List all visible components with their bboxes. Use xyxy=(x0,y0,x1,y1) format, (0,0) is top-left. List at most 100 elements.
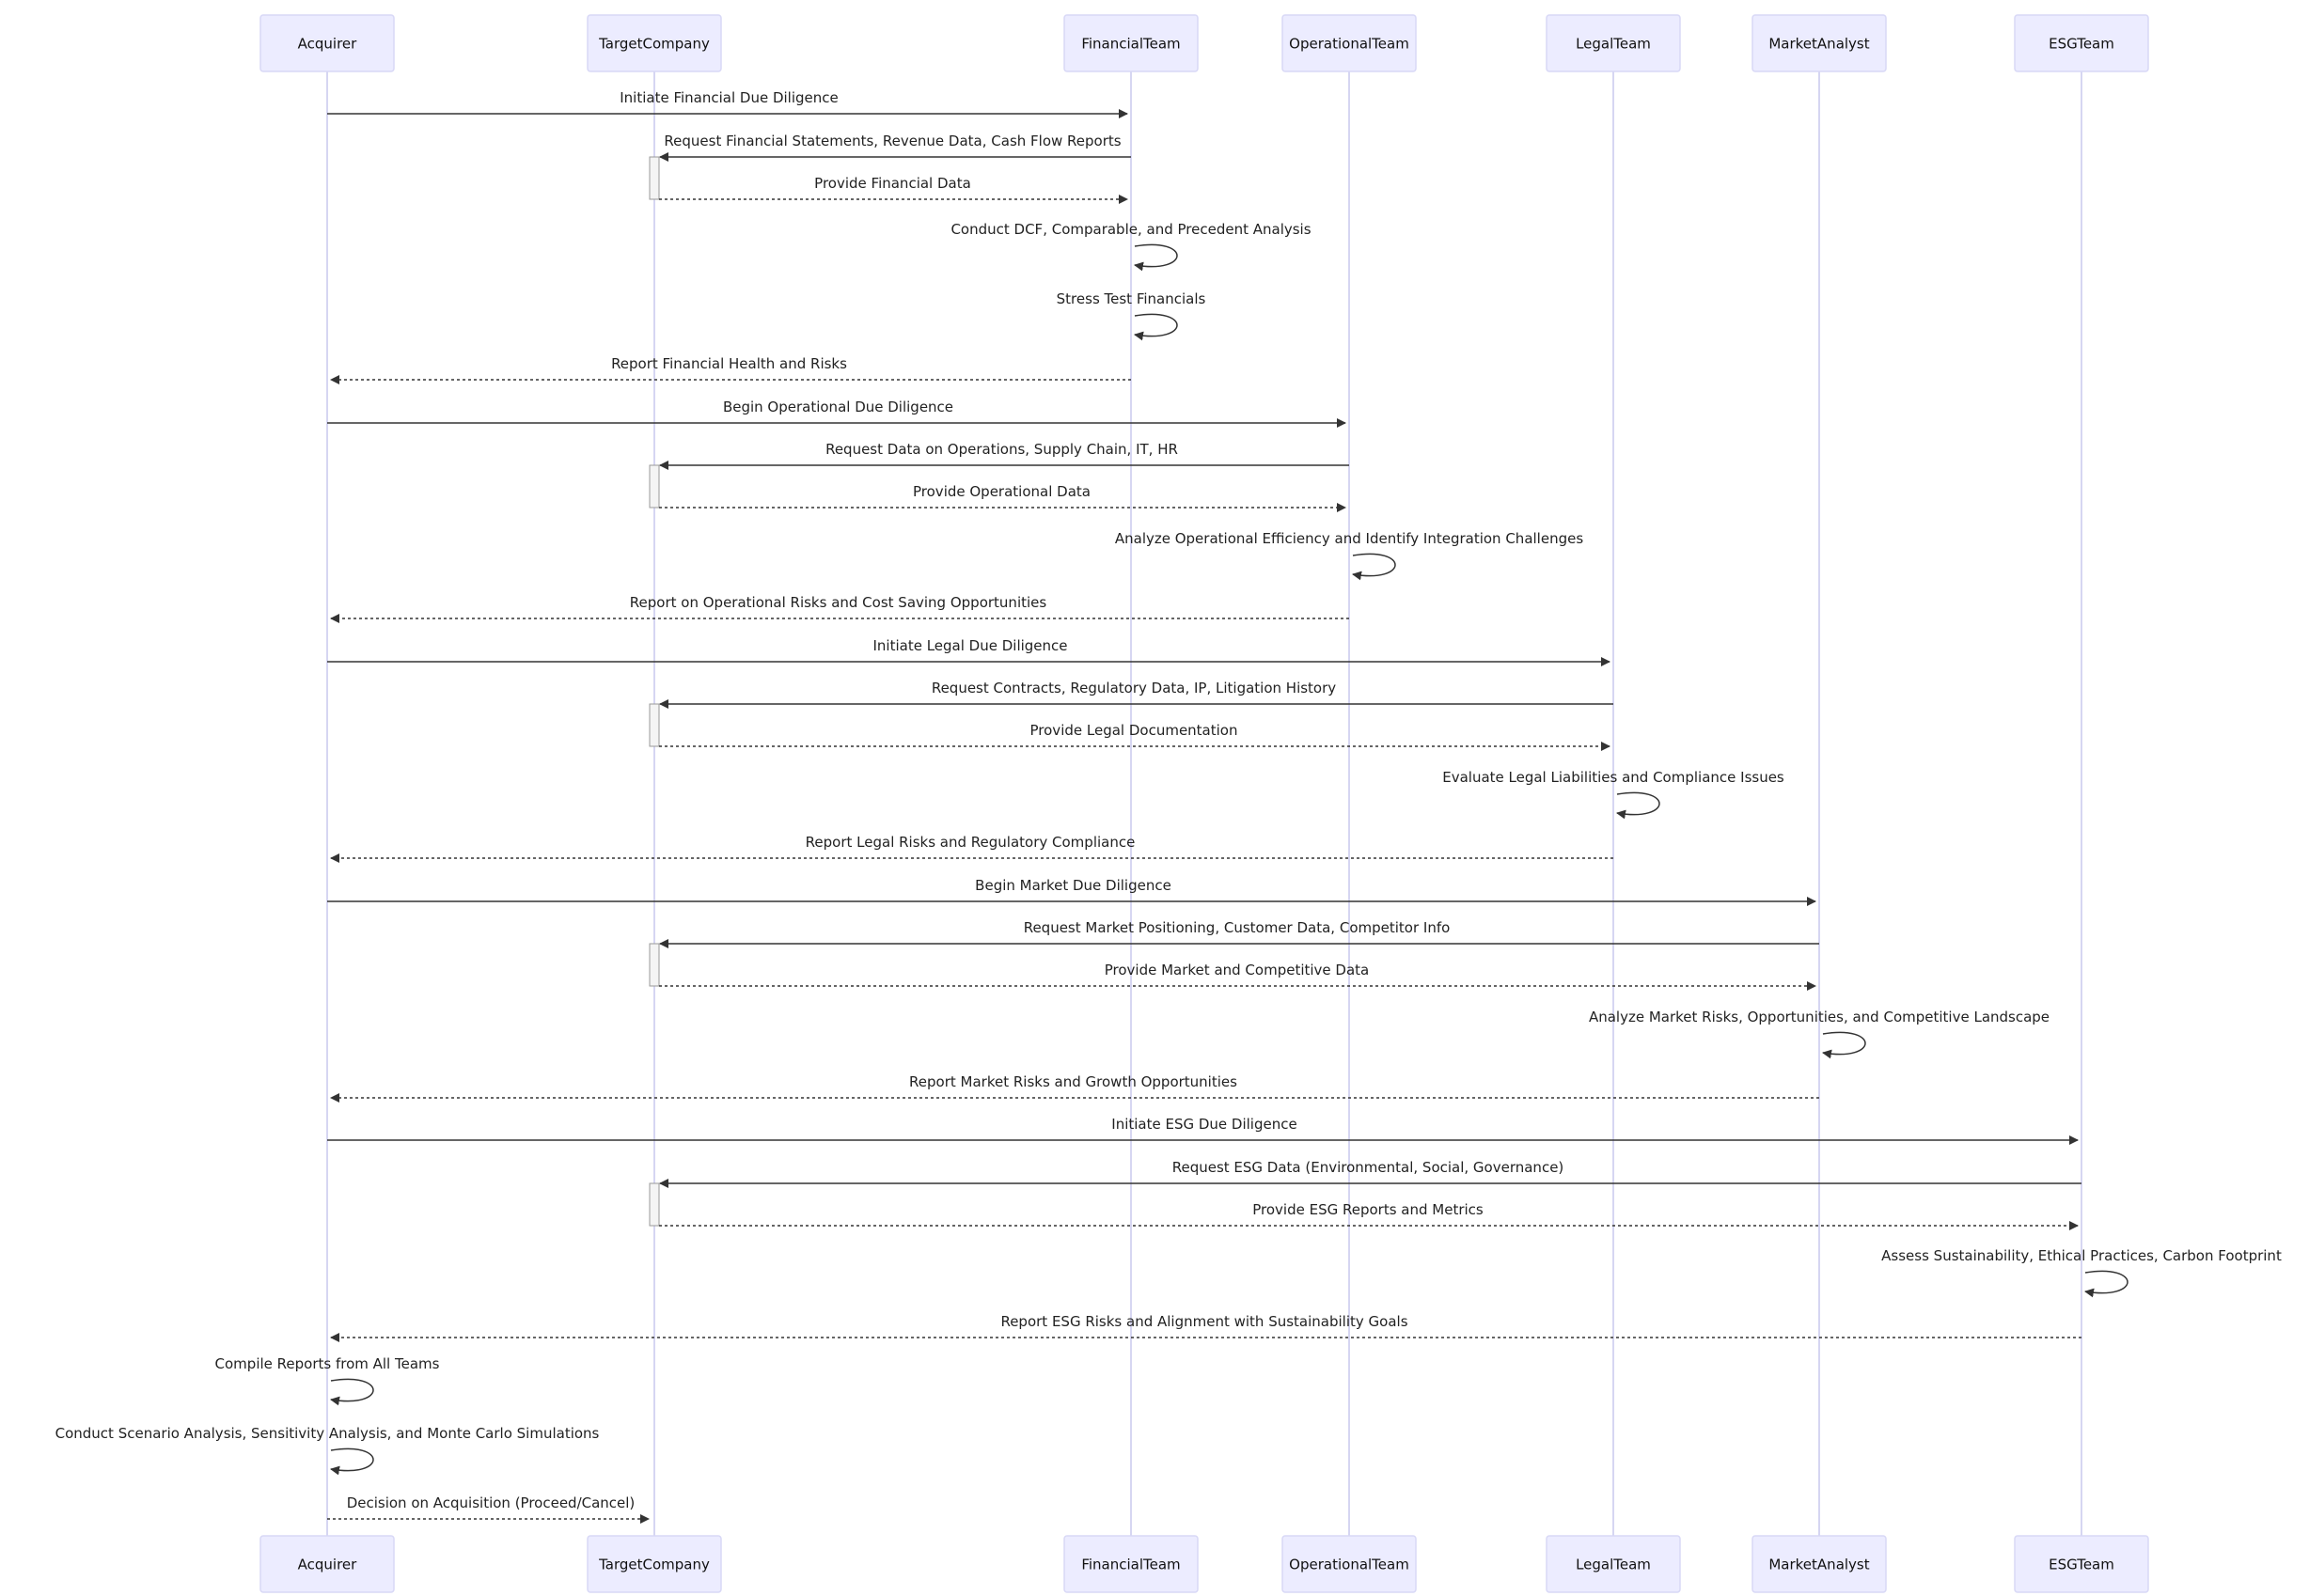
message-label: Provide Legal Documentation xyxy=(1030,722,1238,739)
message-11[interactable]: Report on Operational Risks and Cost Sav… xyxy=(330,594,1349,623)
message-label: Provide Operational Data xyxy=(913,483,1091,500)
message-label: Provide ESG Reports and Metrics xyxy=(1252,1201,1484,1218)
actor-box xyxy=(587,14,722,72)
message-29[interactable]: Decision on Acquisition (Proceed/Cancel) xyxy=(327,1494,650,1524)
actor-label: FinancialTeam xyxy=(1081,36,1180,53)
message-label: Begin Operational Due Diligence xyxy=(723,399,953,415)
message-2[interactable]: Request Financial Statements, Revenue Da… xyxy=(659,133,1131,162)
actor-label: OperationalTeam xyxy=(1289,1557,1409,1573)
message-1[interactable]: Initiate Financial Due Diligence xyxy=(327,89,1128,118)
self-message-arrow xyxy=(1616,791,1660,820)
message-5[interactable]: Stress Test Financials xyxy=(1057,290,1206,341)
message-label: Request Data on Operations, Supply Chain… xyxy=(825,441,1178,458)
self-message-arrow xyxy=(1352,553,1396,581)
message-6[interactable]: Report Financial Health and Risks xyxy=(330,355,1131,384)
message-label: Conduct DCF, Comparable, and Precedent A… xyxy=(950,221,1311,238)
message-21[interactable]: Report Market Risks and Growth Opportuni… xyxy=(330,1073,1819,1103)
message-3[interactable]: Provide Financial Data xyxy=(659,175,1128,204)
message-22[interactable]: Initiate ESG Due Diligence xyxy=(327,1116,2079,1145)
actor-box xyxy=(1281,1535,1417,1593)
actor-label: MarketAnalyst xyxy=(1768,1557,1869,1573)
actor-label: Acquirer xyxy=(298,36,358,53)
message-label: Request Contracts, Regulatory Data, IP, … xyxy=(932,680,1336,696)
message-8[interactable]: Request Data on Operations, Supply Chain… xyxy=(659,441,1349,470)
message-label: Provide Financial Data xyxy=(814,175,971,192)
actor-label: FinancialTeam xyxy=(1081,1557,1180,1573)
message-label: Analyze Market Risks, Opportunities, and… xyxy=(1589,1009,2050,1025)
message-label: Analyze Operational Efficiency and Ident… xyxy=(1115,530,1583,547)
message-9[interactable]: Provide Operational Data xyxy=(659,483,1346,512)
actor-fin-top[interactable]: FinancialTeam xyxy=(1063,14,1199,72)
actor-box xyxy=(1063,1535,1199,1593)
message-20[interactable]: Analyze Market Risks, Opportunities, and… xyxy=(1589,1009,2050,1059)
actor-box xyxy=(259,14,395,72)
actor-box xyxy=(1281,14,1417,72)
actor-box xyxy=(1546,14,1681,72)
actor-label: OperationalTeam xyxy=(1289,36,1409,53)
actor-tgt-bottom[interactable]: TargetCompany xyxy=(587,1535,722,1593)
message-10[interactable]: Analyze Operational Efficiency and Ident… xyxy=(1115,530,1583,581)
actor-tgt-top[interactable]: TargetCompany xyxy=(587,14,722,72)
message-label: Report ESG Risks and Alignment with Sust… xyxy=(1000,1313,1407,1330)
actor-mkt-bottom[interactable]: MarketAnalyst xyxy=(1751,1535,1887,1593)
message-label: Assess Sustainability, Ethical Practices… xyxy=(1881,1247,2282,1264)
message-15[interactable]: Evaluate Legal Liabilities and Complianc… xyxy=(1442,769,1784,820)
actor-box xyxy=(1546,1535,1681,1593)
actor-mkt-top[interactable]: MarketAnalyst xyxy=(1751,14,1887,72)
self-message-arrow xyxy=(330,1378,374,1406)
message-19[interactable]: Provide Market and Competitive Data xyxy=(659,962,1816,991)
message-23[interactable]: Request ESG Data (Environmental, Social,… xyxy=(659,1159,2081,1188)
message-label: Report on Operational Risks and Cost Sav… xyxy=(630,594,1047,611)
actor-ops-bottom[interactable]: OperationalTeam xyxy=(1281,1535,1417,1593)
message-label: Begin Market Due Diligence xyxy=(975,877,1171,894)
message-label: Request ESG Data (Environmental, Social,… xyxy=(1172,1159,1564,1176)
activation-bar xyxy=(649,1182,660,1227)
message-label: Request Financial Statements, Revenue Da… xyxy=(664,133,1121,149)
actor-box xyxy=(2014,1535,2149,1593)
message-label: Decision on Acquisition (Proceed/Cancel) xyxy=(347,1494,636,1511)
actor-leg-bottom[interactable]: LegalTeam xyxy=(1546,1535,1681,1593)
actor-ops-top[interactable]: OperationalTeam xyxy=(1281,14,1417,72)
self-message-arrow xyxy=(1822,1031,1866,1059)
activation-bar xyxy=(649,943,660,987)
actor-esg-top[interactable]: ESGTeam xyxy=(2014,14,2149,72)
message-17[interactable]: Begin Market Due Diligence xyxy=(327,877,1816,906)
message-label: Provide Market and Competitive Data xyxy=(1105,962,1369,978)
message-4[interactable]: Conduct DCF, Comparable, and Precedent A… xyxy=(950,221,1312,272)
actor-fin-bottom[interactable]: FinancialTeam xyxy=(1063,1535,1199,1593)
actor-acq-bottom[interactable]: Acquirer xyxy=(259,1535,395,1593)
activation-bar xyxy=(649,156,660,200)
self-message-arrow xyxy=(330,1447,374,1476)
message-27[interactable]: Compile Reports from All Teams xyxy=(215,1355,440,1406)
activation-bar xyxy=(649,703,660,747)
message-label: Initiate Financial Due Diligence xyxy=(620,89,839,106)
activation-bar xyxy=(649,464,660,509)
message-25[interactable]: Assess Sustainability, Ethical Practices… xyxy=(1881,1247,2282,1298)
message-16[interactable]: Report Legal Risks and Regulatory Compli… xyxy=(330,834,1613,863)
actor-leg-top[interactable]: LegalTeam xyxy=(1546,14,1681,72)
message-label: Report Market Risks and Growth Opportuni… xyxy=(909,1073,1237,1090)
message-label: Report Financial Health and Risks xyxy=(611,355,847,372)
message-12[interactable]: Initiate Legal Due Diligence xyxy=(327,637,1610,666)
message-26[interactable]: Report ESG Risks and Alignment with Sust… xyxy=(330,1313,2081,1342)
message-18[interactable]: Request Market Positioning, Customer Dat… xyxy=(659,919,1819,948)
actor-label: LegalTeam xyxy=(1576,36,1651,53)
actor-label: TargetCompany xyxy=(598,1557,710,1573)
message-28[interactable]: Conduct Scenario Analysis, Sensitivity A… xyxy=(55,1425,600,1476)
message-label: Initiate Legal Due Diligence xyxy=(872,637,1067,654)
message-14[interactable]: Provide Legal Documentation xyxy=(659,722,1610,751)
actor-acq-top[interactable]: Acquirer xyxy=(259,14,395,72)
message-label: Request Market Positioning, Customer Dat… xyxy=(1024,919,1451,936)
message-24[interactable]: Provide ESG Reports and Metrics xyxy=(659,1201,2079,1230)
message-7[interactable]: Begin Operational Due Diligence xyxy=(327,399,1346,428)
actor-label: ESGTeam xyxy=(2049,36,2114,53)
self-message-arrow xyxy=(1134,243,1178,272)
self-message-arrow xyxy=(2084,1270,2128,1298)
actor-label: MarketAnalyst xyxy=(1768,36,1869,53)
message-13[interactable]: Request Contracts, Regulatory Data, IP, … xyxy=(659,680,1613,709)
message-label: Conduct Scenario Analysis, Sensitivity A… xyxy=(55,1425,600,1442)
message-label: Evaluate Legal Liabilities and Complianc… xyxy=(1442,769,1784,786)
actor-esg-bottom[interactable]: ESGTeam xyxy=(2014,1535,2149,1593)
message-label: Initiate ESG Due Diligence xyxy=(1111,1116,1296,1133)
